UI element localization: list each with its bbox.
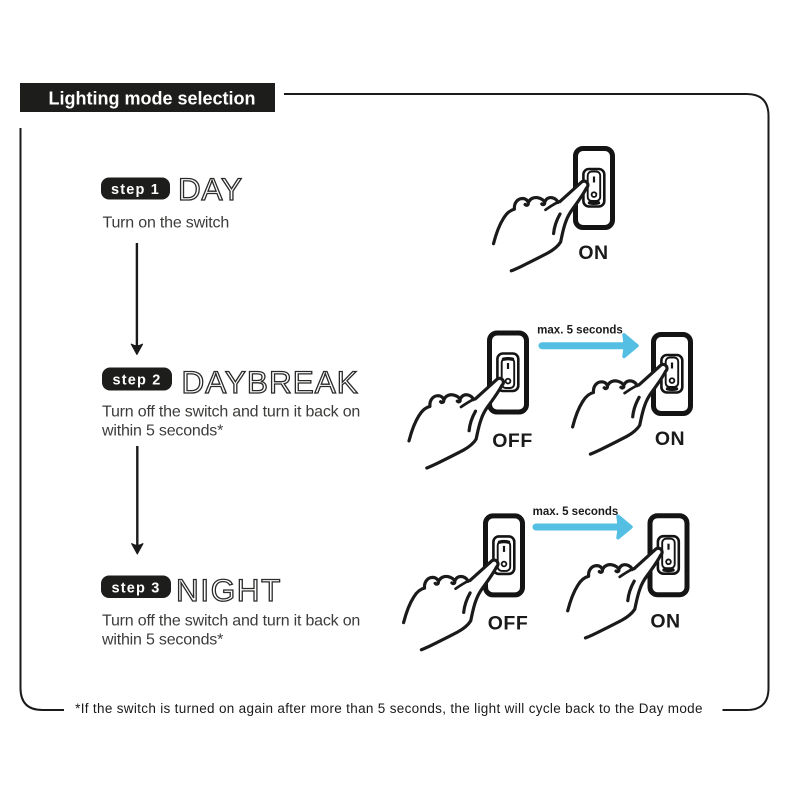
svg-text:DAY: DAY <box>178 171 243 207</box>
svg-text:Turn on the switch: Turn on the switch <box>103 215 230 232</box>
svg-text:within 5 seconds*: within 5 seconds* <box>101 423 223 440</box>
svg-text:Lighting mode selection: Lighting mode selection <box>48 89 255 109</box>
svg-text:NIGHT: NIGHT <box>176 572 282 608</box>
svg-text:DAYBREAK: DAYBREAK <box>182 364 359 400</box>
svg-text:ON: ON <box>578 242 608 264</box>
svg-text:ON: ON <box>655 428 685 450</box>
svg-text:Turn off the switch and turn i: Turn off the switch and turn it back on <box>102 404 360 421</box>
svg-text:max. 5 seconds: max. 5 seconds <box>537 325 623 337</box>
svg-text:*If the switch is turned on ag: *If the switch is turned on again after … <box>75 701 703 716</box>
svg-text:step 3: step 3 <box>111 581 160 597</box>
svg-text:Turn off the switch and turn i: Turn off the switch and turn it back on <box>102 613 360 630</box>
svg-text:OFF: OFF <box>488 613 529 635</box>
svg-text:within 5 seconds*: within 5 seconds* <box>101 632 223 649</box>
svg-text:step 1: step 1 <box>111 182 160 198</box>
svg-text:ON: ON <box>650 611 680 633</box>
svg-text:max. 5 seconds: max. 5 seconds <box>533 506 619 518</box>
svg-text:step 2: step 2 <box>112 373 161 389</box>
svg-text:OFF: OFF <box>492 430 533 452</box>
